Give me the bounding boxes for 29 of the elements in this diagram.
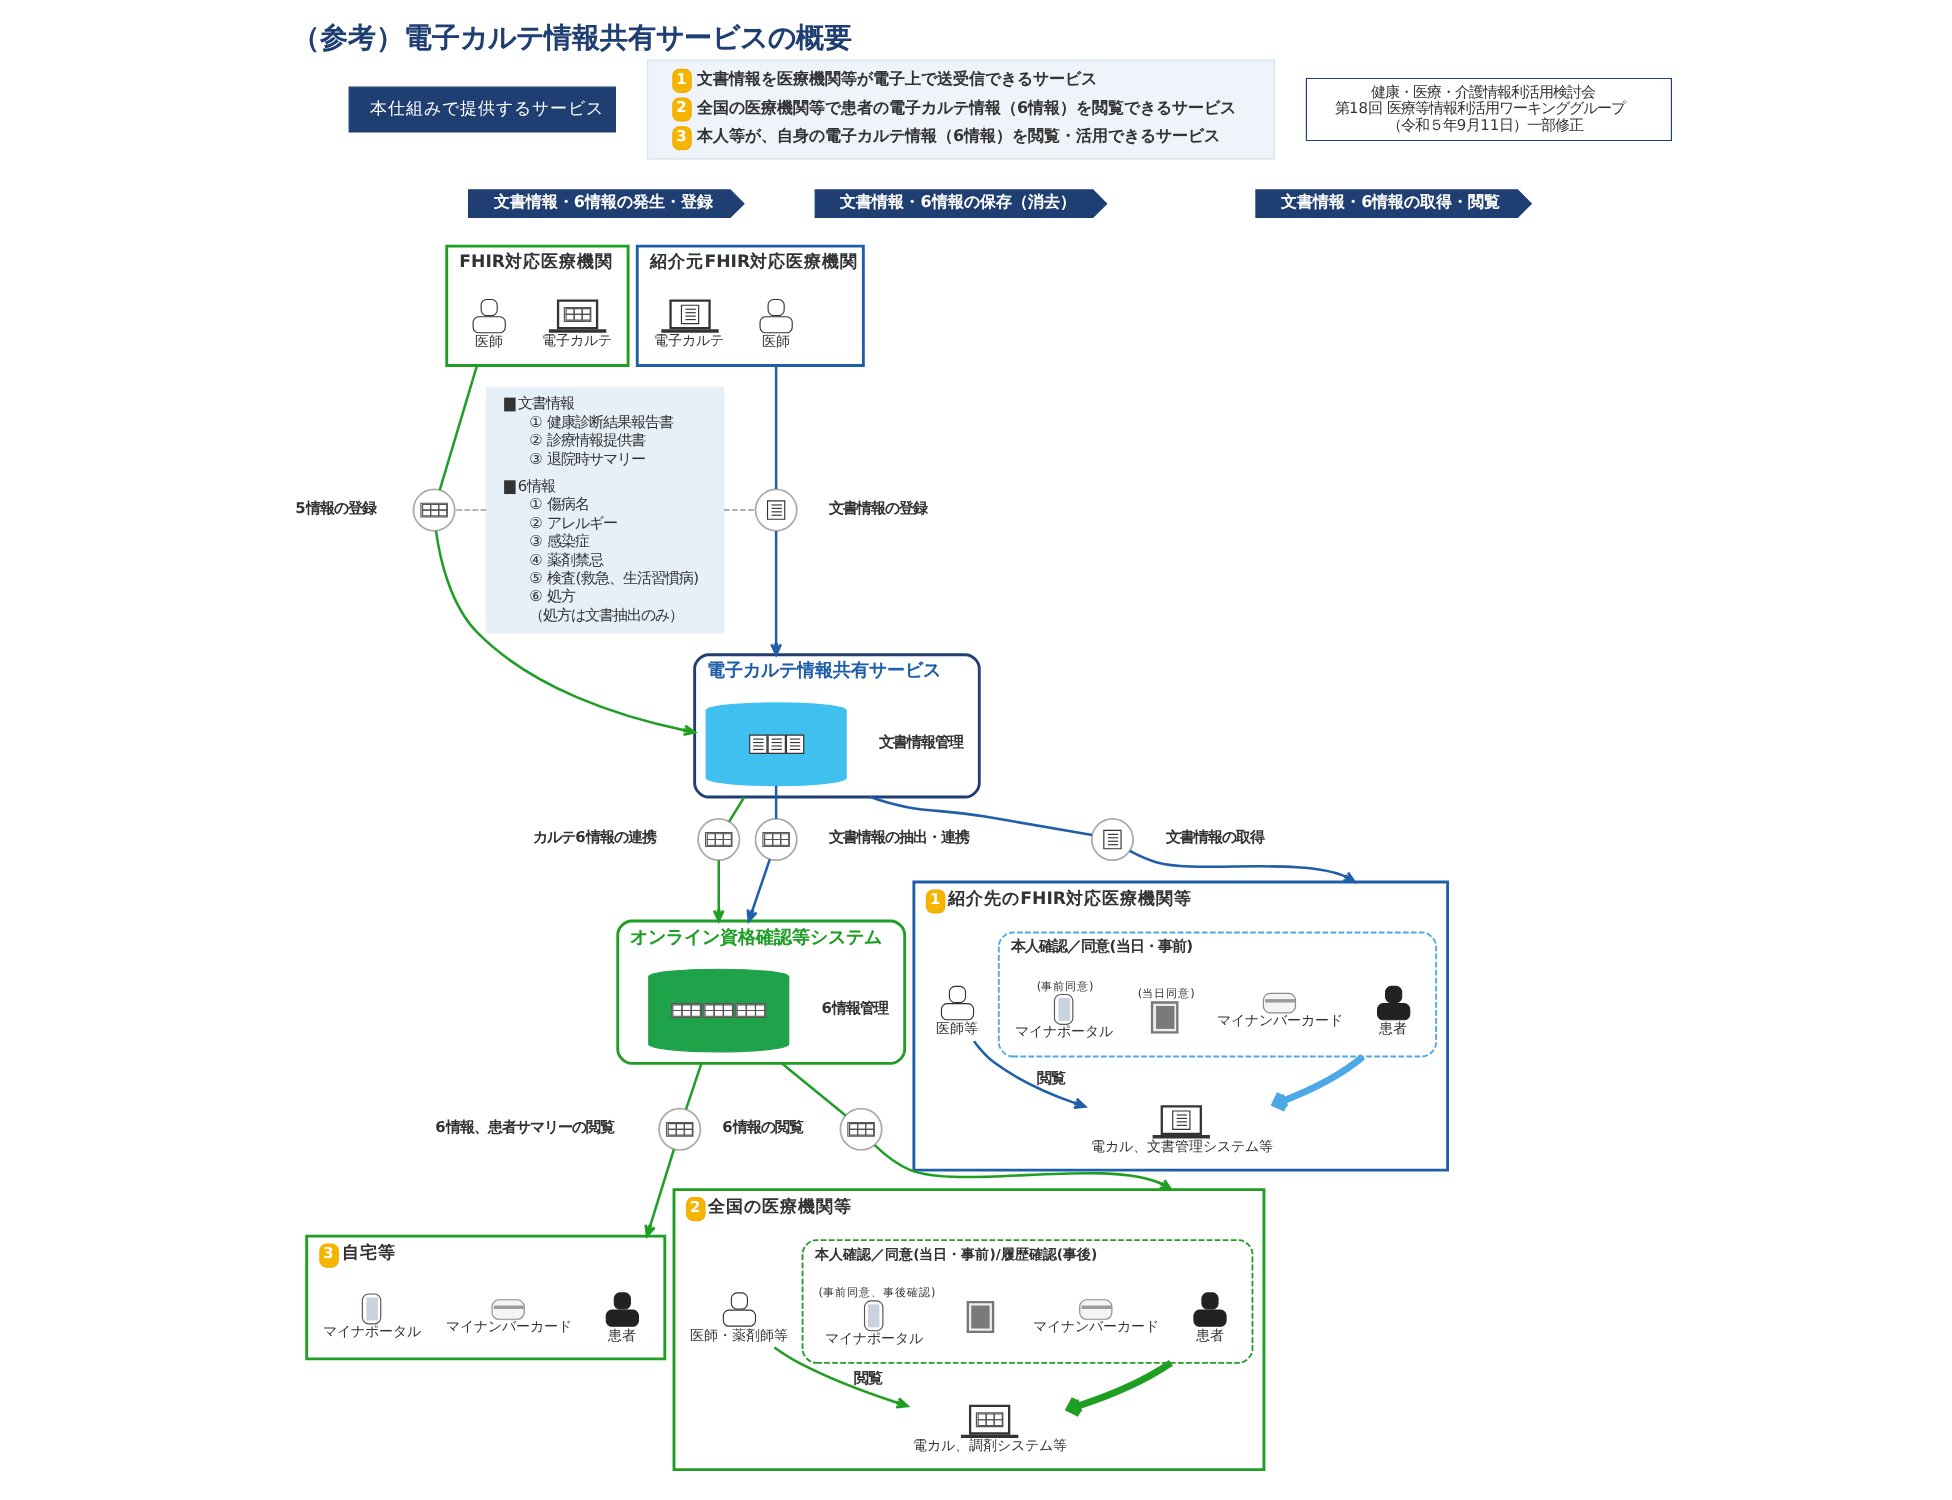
- arrow: [772, 1346, 908, 1409]
- arrow: [769, 531, 782, 656]
- node-circle: [1089, 818, 1133, 862]
- node-circle: [411, 488, 455, 532]
- connector: [453, 509, 486, 511]
- connector: [780, 1062, 846, 1117]
- diagram-title: （参考）電子カルテ情報共有サービスの概要: [290, 22, 851, 55]
- connector: [727, 796, 745, 823]
- node-circle: [838, 1107, 882, 1151]
- node-circle: [657, 1107, 701, 1151]
- arrow: [971, 1040, 1086, 1109]
- connector: [868, 795, 1092, 837]
- connector: [773, 365, 777, 490]
- node-circle: [753, 818, 797, 862]
- arrow: [643, 1148, 675, 1238]
- arrow: [711, 860, 724, 923]
- connector: [722, 509, 756, 511]
- connector: [683, 1062, 702, 1110]
- arrow: [1270, 1053, 1364, 1112]
- arrow: [745, 858, 770, 923]
- arrow: [433, 530, 695, 737]
- arrow: [1065, 1360, 1172, 1418]
- arrow: [872, 1144, 1172, 1191]
- node-box: 本仕組みで提供するサービス: [347, 86, 616, 133]
- connector: [437, 365, 478, 491]
- node-circle: [753, 488, 797, 532]
- node-circle: [696, 818, 740, 862]
- connector: [773, 785, 777, 819]
- arrow: [1128, 849, 1355, 884]
